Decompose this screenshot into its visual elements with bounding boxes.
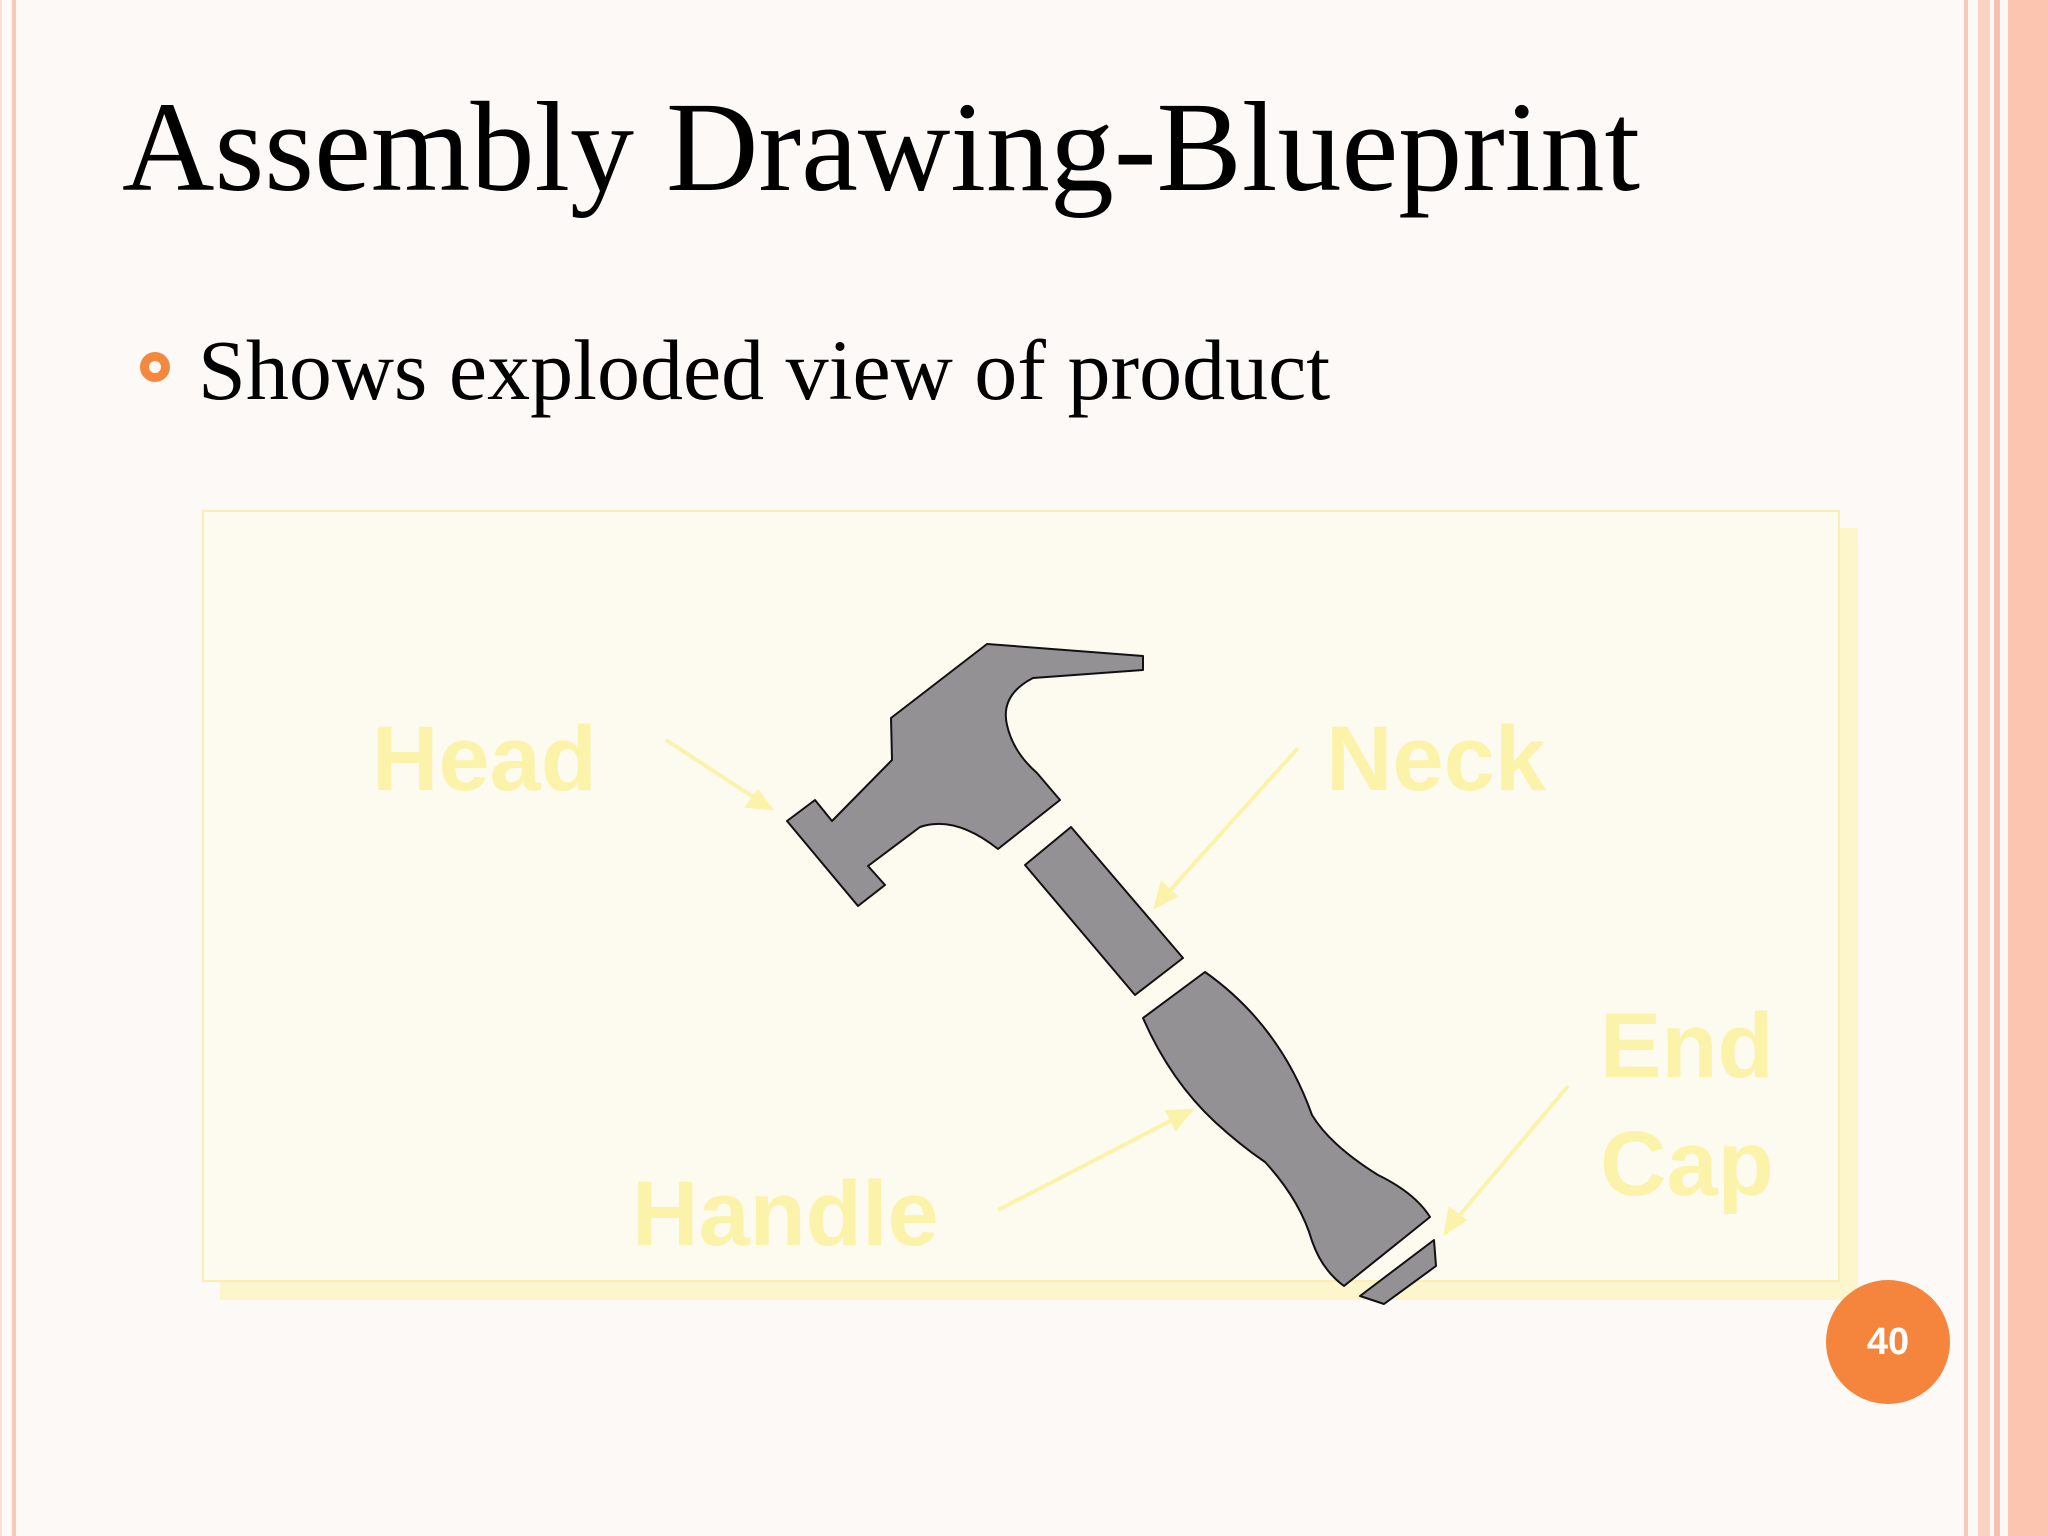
bullet-icon <box>140 352 170 382</box>
neck-arrowhead <box>1152 880 1179 910</box>
page-number-badge: 40 <box>1826 1280 1950 1404</box>
label-end-cap-line2: Cap <box>1600 1113 1774 1215</box>
handle-part <box>1142 971 1431 1287</box>
head-arrowhead <box>744 788 775 811</box>
bullet-text: Shows exploded view of product <box>198 322 1331 418</box>
left-border-outer <box>0 0 2 1536</box>
label-neck: Neck <box>1326 708 1547 810</box>
label-head: Head <box>372 708 597 810</box>
label-end-cap-line1: End <box>1600 995 1774 1097</box>
callout-arrows <box>664 738 1570 1237</box>
end-cap-arrowhead <box>1443 1206 1468 1237</box>
end-cap-arrow <box>1452 1084 1570 1224</box>
handle-arrow <box>997 1115 1179 1212</box>
head-arrow <box>664 738 760 802</box>
neck-part <box>1024 826 1184 996</box>
handle-arrowhead <box>1164 1108 1195 1132</box>
end-cap-part <box>1359 1239 1437 1305</box>
right-border-band <box>1964 0 2048 1536</box>
neck-arrow <box>1163 746 1300 898</box>
figure-frame <box>202 510 1840 1282</box>
left-border <box>12 0 16 1536</box>
label-handle: Handle <box>632 1163 939 1265</box>
hammer-head-part <box>786 643 1144 907</box>
slide-title: Assembly Drawing-Blueprint <box>122 76 1640 218</box>
